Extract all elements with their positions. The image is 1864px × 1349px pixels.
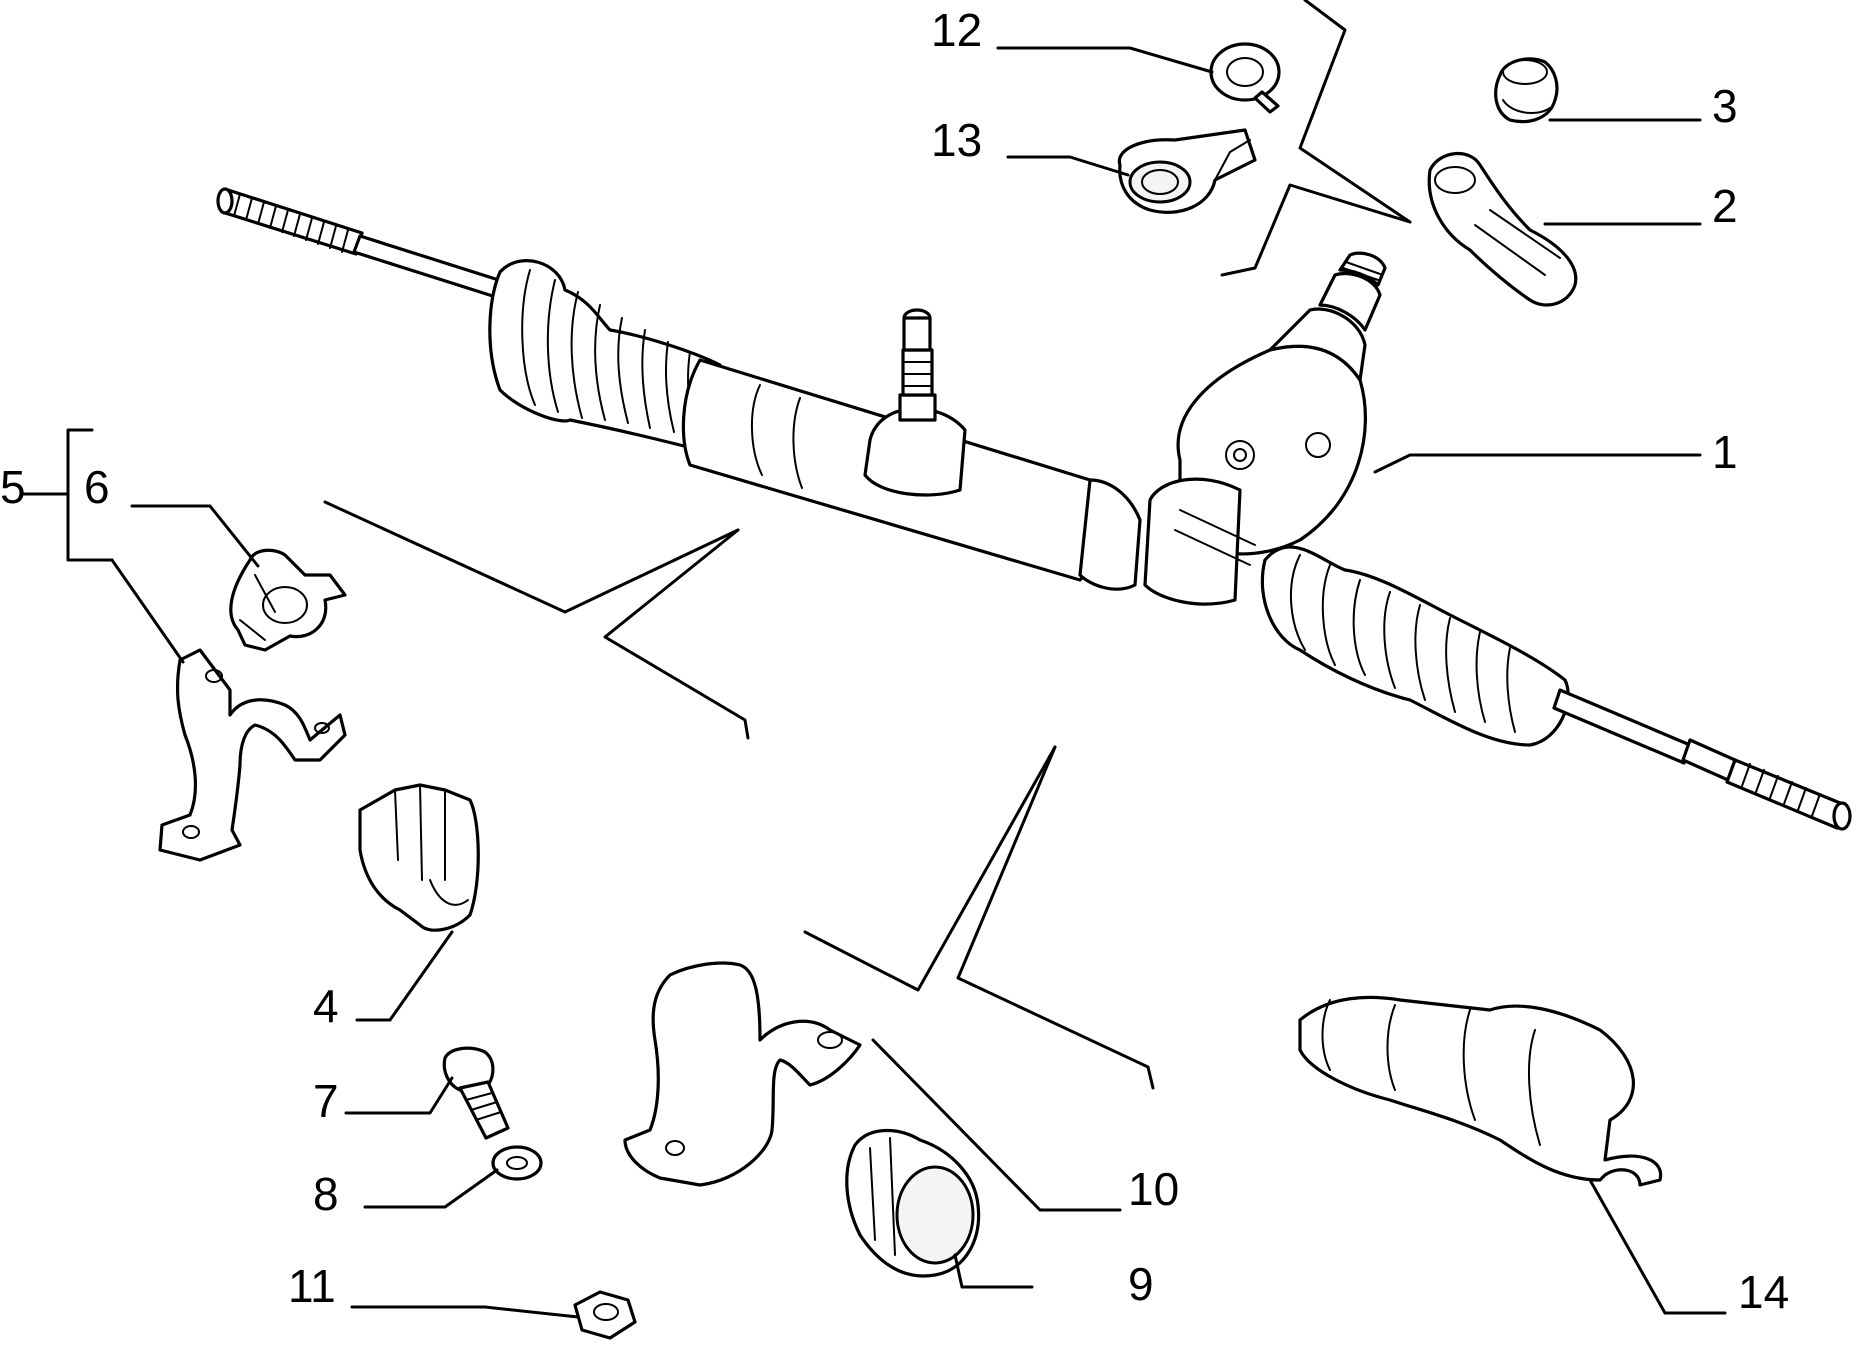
callout-4: 4: [313, 980, 339, 1032]
part-5-u-bracket: [158, 648, 347, 862]
right-bellows-boot: [1260, 545, 1570, 747]
right-tie-rod: [1552, 688, 1852, 831]
left-tie-rod: [216, 187, 507, 300]
callout-2: 2: [1712, 180, 1738, 232]
callout-6: 6: [84, 461, 110, 513]
callout-8: 8: [313, 1168, 339, 1220]
steering-valve-housing: [1078, 251, 1387, 606]
callout-14: 14: [1738, 1266, 1789, 1318]
part-13-clamp: [1117, 128, 1257, 214]
callout-7: 7: [313, 1075, 339, 1127]
part-12-ring: [1209, 42, 1281, 114]
center-fitting: [863, 308, 967, 497]
part-11-nut: [573, 1290, 637, 1340]
callout-11: 11: [288, 1260, 336, 1312]
part-10-u-bracket: [623, 961, 862, 1187]
leader-lines: [110, 46, 1727, 1319]
callout-3: 3: [1712, 80, 1738, 132]
part-4-rubber-bushing: [358, 783, 480, 932]
callout-1: 1: [1712, 426, 1738, 478]
part-14-heat-shield: [1298, 995, 1663, 1187]
callout-13: 13: [931, 114, 982, 166]
callout-9: 9: [1128, 1258, 1154, 1310]
group-brackets: [20, 0, 1412, 1090]
part-8-washer: [491, 1145, 543, 1181]
part-7-bolt: [442, 1046, 510, 1140]
steering-rack-assembly: [216, 187, 1852, 831]
part-9-bushing: [845, 1128, 981, 1278]
part-6-clip: [229, 548, 347, 652]
part-3-bushing: [1494, 57, 1559, 124]
part-2-bracket: [1427, 151, 1578, 307]
callout-10: 10: [1128, 1163, 1179, 1215]
callout-5: 5: [0, 461, 26, 513]
callout-labels: 1 2 3 4 5 6 7 8 9 10 11 12 13 14: [0, 4, 1789, 1318]
callout-12: 12: [931, 4, 982, 56]
